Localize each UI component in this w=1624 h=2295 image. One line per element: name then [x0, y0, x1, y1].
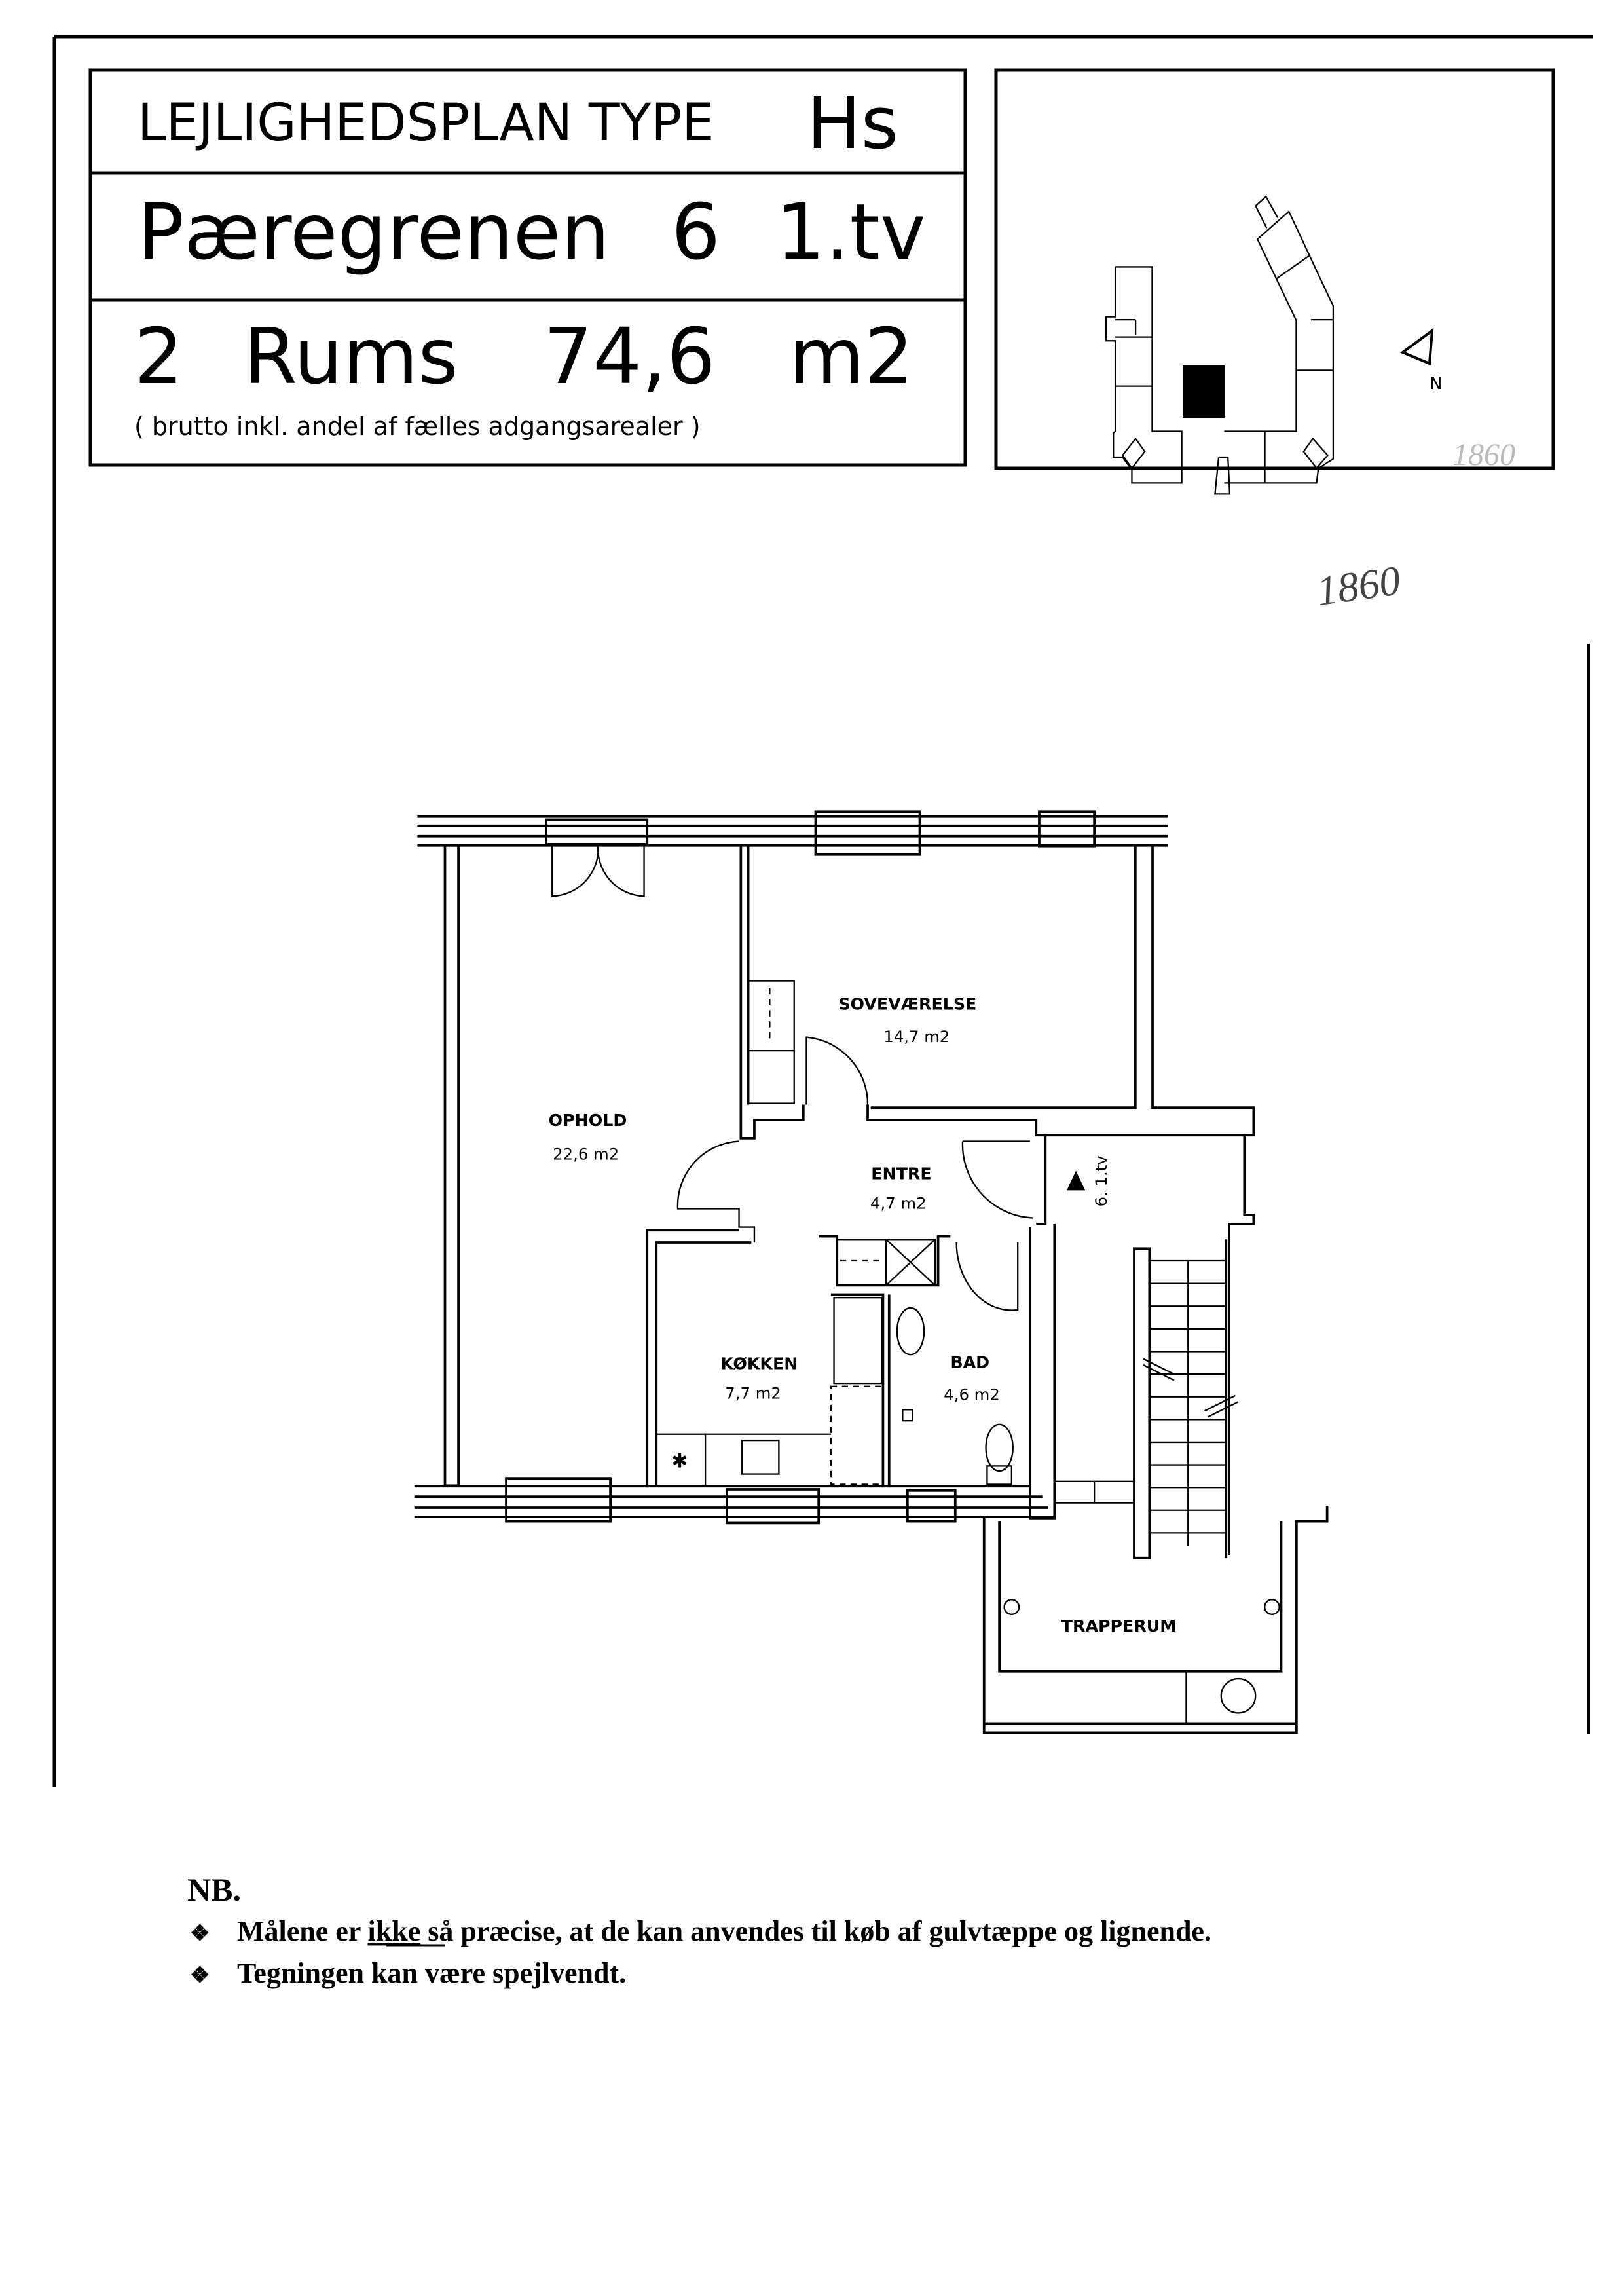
area-unit: m2: [789, 311, 913, 401]
room-name-ophold: OPHOLD: [549, 1111, 627, 1130]
note-1-rest: så præcise, at de kan anvendes til køb a…: [420, 1915, 1211, 1947]
site-map-handwritten-mark: 1860: [1452, 438, 1515, 472]
window: [1038, 810, 1096, 848]
north-label: N: [1430, 374, 1442, 394]
floor-side: 1.tv: [776, 187, 926, 277]
room-area-bad: 4,6 m2: [944, 1385, 1000, 1404]
window: [814, 810, 921, 856]
plan-type-label: LEJLIGHEDSPLAN TYPE: [138, 94, 714, 153]
area-note: ( brutto inkl. andel af fælles adgangsar…: [134, 412, 701, 441]
handwritten-number: 1860: [1314, 557, 1403, 614]
title-block: LEJLIGHEDSPLAN TYPE Hs Pæregrenen 6 1.tv…: [88, 68, 967, 467]
bullet-icon: ❖: [190, 1964, 210, 1988]
building-outline: [1105, 195, 1335, 495]
window: [725, 1488, 821, 1525]
entrance-label: 6. 1.tv: [1092, 1155, 1111, 1206]
room-name-trapperum: TRAPPERUM: [1061, 1616, 1177, 1635]
floor-plan: ✱ O: [414, 810, 1329, 1734]
stove-icon: ✱: [671, 1449, 688, 1472]
note-1-text: Målene er: [237, 1915, 368, 1947]
room-area-kokken: 7,7 m2: [725, 1384, 781, 1403]
double-door: [551, 844, 645, 897]
total-area: 74,6: [544, 311, 716, 401]
room-area-entre: 4,7 m2: [870, 1193, 927, 1212]
window: [906, 1489, 957, 1523]
room-area-ophold: 22,6 m2: [553, 1145, 619, 1164]
note-1-emphasis: ikke: [368, 1915, 421, 1947]
note-2: Tegningen kan være spejlvendt.: [237, 1957, 626, 1989]
staircase: [1054, 1239, 1239, 1559]
site-map: N 1860: [994, 68, 1555, 495]
balcony-door: [545, 818, 649, 846]
north-arrow-icon: [1399, 327, 1434, 365]
note-1: Målene er ikke så præcise, at de kan anv…: [237, 1915, 1211, 1947]
type-code: Hs: [807, 81, 898, 165]
rooms-label: Rums: [244, 311, 458, 401]
notes: NB. ❖ Målene er ikke så præcise, at de k…: [187, 1871, 1211, 1989]
notes-heading: NB.: [187, 1871, 241, 1908]
room-name-entre: ENTRE: [871, 1165, 931, 1184]
entrance-arrow-icon: [1067, 1170, 1086, 1191]
apartment-highlight: [1183, 365, 1225, 418]
room-name-sovevaerelse: SOVEVÆRELSE: [838, 994, 976, 1013]
room-count: 2: [134, 311, 183, 401]
stairwell-room: [982, 1506, 1329, 1734]
address-number: 6: [671, 187, 720, 277]
room-area-sovevaerelse: 14,7 m2: [883, 1027, 950, 1046]
room-name-kokken: KØKKEN: [720, 1354, 798, 1373]
window: [505, 1477, 612, 1523]
room-name-bad: BAD: [950, 1353, 989, 1372]
address-street: Pæregrenen: [138, 187, 610, 277]
bullet-icon: ❖: [190, 1922, 210, 1946]
